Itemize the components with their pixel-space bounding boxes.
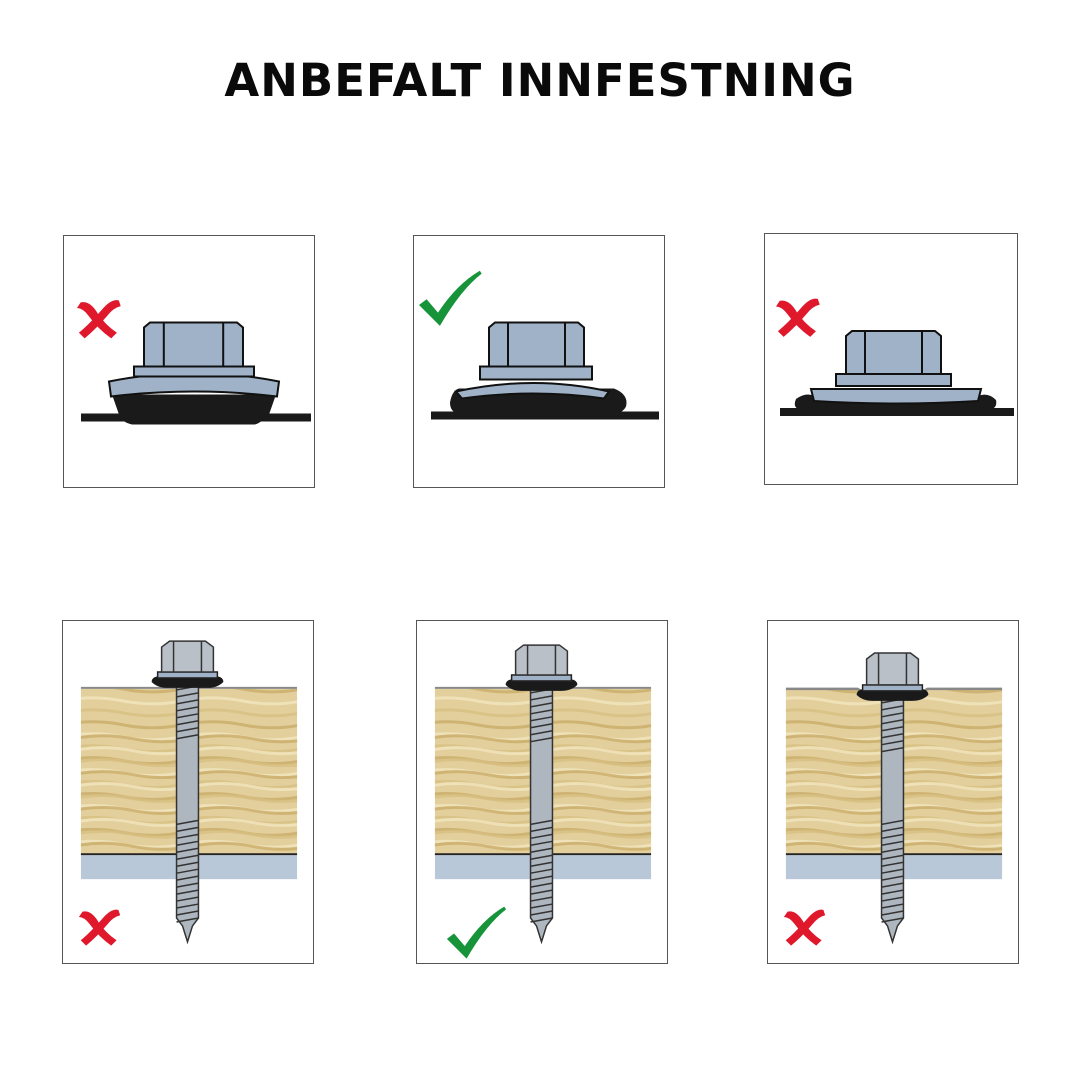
- cross-icon: [77, 300, 121, 339]
- washer-illustration: [776, 298, 1014, 416]
- hex-nut: [143, 321, 244, 368]
- screw-panel-correct: [416, 620, 668, 964]
- screw-panel-too-short-seating: [62, 620, 314, 964]
- cross-icon: [78, 909, 121, 946]
- page-title: ANBEFALT INNFESTNING: [224, 54, 856, 107]
- nut-flange: [133, 365, 255, 378]
- washer-panel-under-tightened: [63, 235, 315, 488]
- rubber-seal: [856, 688, 929, 701]
- roof-sheet: [81, 413, 311, 422]
- hex-head: [865, 652, 920, 686]
- screw-shank: [529, 684, 554, 945]
- washer-panel-over-tightened: [764, 233, 1018, 485]
- screw-illustration: [78, 640, 298, 946]
- checkmark-icon: [419, 270, 482, 326]
- screw-shank: [175, 681, 200, 945]
- screw-shank: [880, 694, 905, 945]
- screw-panel-over-tightened: [767, 620, 1019, 964]
- hex-nut: [845, 330, 942, 375]
- rubber-seal: [151, 675, 224, 688]
- screw-illustration: [434, 644, 652, 959]
- rubber-seal: [505, 678, 578, 691]
- hex-nut: [488, 321, 585, 368]
- washer-illustration: [77, 300, 311, 425]
- nut-flange: [479, 365, 593, 381]
- cross-icon: [783, 909, 826, 946]
- roof-sheet: [780, 408, 1014, 416]
- checkmark-icon: [446, 906, 507, 959]
- washer-illustration: [419, 270, 659, 420]
- roof-sheet: [431, 411, 659, 420]
- washer-panel-correct: [413, 235, 665, 488]
- screw-illustration: [783, 652, 1003, 946]
- nut-flange: [835, 373, 952, 387]
- metal-washer: [809, 388, 983, 405]
- hex-head: [160, 640, 215, 673]
- hex-head: [514, 644, 569, 676]
- metal-washer: [454, 382, 611, 400]
- cross-icon: [776, 298, 820, 337]
